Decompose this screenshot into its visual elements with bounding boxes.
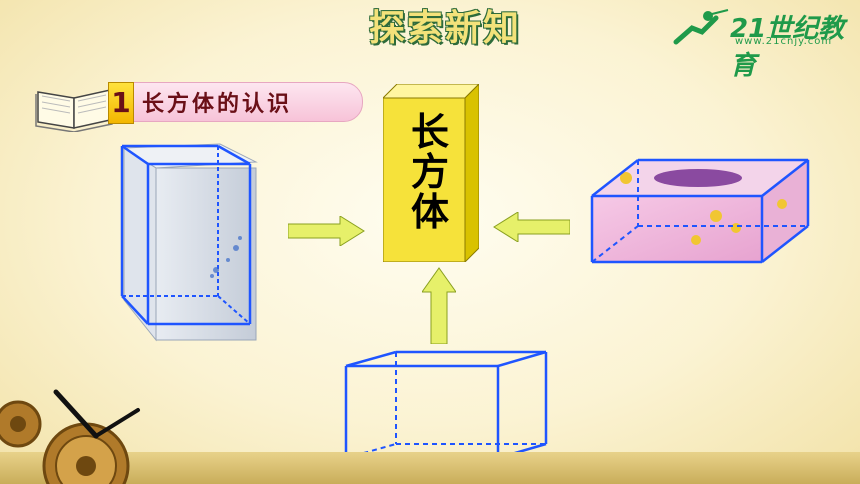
flat-cuboid-tissue-box-image — [590, 158, 810, 264]
logo-text: 21世纪教育 — [730, 14, 845, 81]
section-label: 长方体的认识 — [142, 92, 293, 117]
open-book-icon — [35, 89, 113, 132]
section-number: 1 — [108, 82, 134, 124]
arrow-right-icon — [288, 216, 365, 246]
logo-runner-icon — [673, 9, 729, 45]
wireframe-cuboid-image — [344, 350, 548, 460]
floor-strip — [0, 452, 860, 484]
arrow-left-icon — [493, 212, 570, 242]
center-label-line-3: 体 — [410, 190, 449, 234]
arrow-up-icon — [422, 267, 456, 344]
center-label: 长 方 体 — [400, 112, 460, 232]
center-label-line-2: 方 — [410, 150, 449, 194]
page-title: 探索新知 — [368, 8, 521, 49]
logo-url: www.21cnjy.com — [735, 36, 833, 47]
gears-clock-decoration-icon — [0, 389, 140, 484]
center-label-line-1: 长 — [410, 110, 449, 154]
center-cuboid-label-box — [383, 84, 479, 262]
tall-cuboid-fridge-image — [120, 143, 258, 342]
